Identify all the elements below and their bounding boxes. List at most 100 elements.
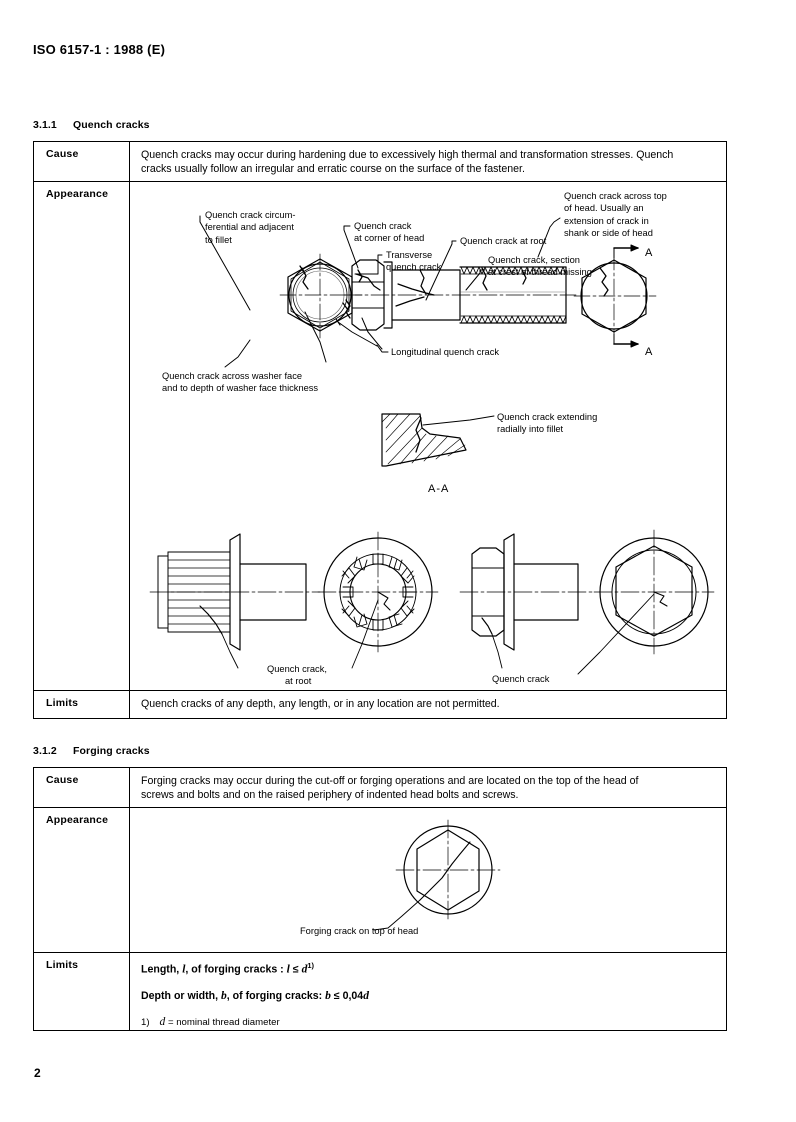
annotation-radially-into-fillet: Quench crack extending radially into fil…: [497, 411, 597, 436]
annotation-line: Quench crack across washer face: [162, 371, 303, 381]
cause-text-line-1: Forging cracks may occur during the cut-…: [141, 775, 639, 787]
leader-corner-of-head: [343, 225, 359, 269]
annotation-line: of head. Usually an: [564, 203, 644, 214]
annotation-line: ferential and adjacent: [205, 222, 294, 233]
symbol-l: l: [182, 963, 186, 976]
annotation-line: Quench crack,: [267, 664, 327, 674]
page-number: 2: [34, 1066, 41, 1080]
annotation-line: radially into fillet: [497, 424, 564, 435]
annotation-line: quench crack: [386, 262, 442, 273]
annotation-line: Quench crack: [354, 221, 412, 231]
section-heading-311: 3.1.1 Quench cracks: [33, 119, 150, 131]
leader-across-top-of-head: [537, 217, 561, 258]
limits-depth-mid: , of forging cracks:: [226, 989, 326, 1002]
row-value-appearance: Forging crack on top of head: [130, 808, 726, 952]
annotation-line: and to depth of washer face thickness: [162, 383, 319, 394]
forging-crack-illustration: Forging crack on top of head: [130, 808, 726, 952]
arrow-label-a-top: A: [645, 247, 653, 259]
table-quench-cracks: Cause Quench cracks may occur during har…: [33, 141, 727, 719]
leader-circumferential: [199, 215, 251, 311]
annotation-line: Quench crack extending: [497, 412, 598, 422]
annotation-line: Transverse: [386, 250, 433, 260]
hex-flange-bolt-end-view: [577, 529, 715, 675]
annotation-transverse: Transverse quench crack: [386, 249, 441, 274]
annotation-forging-crack-top: Forging crack on top of head: [300, 926, 419, 936]
annotation-line: at crest of thread missing: [488, 267, 592, 278]
cause-text-line-2: cracks usually follow an irregular and e…: [141, 163, 525, 176]
row-label-cause: Cause: [34, 142, 130, 181]
document-header: ISO 6157-1 : 1988 (E): [33, 42, 166, 57]
annotation-across-top-of-head: Quench crack across top of head. Usually…: [564, 190, 667, 239]
row-value-limits: Length, l, of forging cracks : l ≤ d1) D…: [130, 953, 726, 1030]
symbol-b-expr: b: [325, 989, 331, 1002]
row-value-limits: Quench cracks of any depth, any length, …: [130, 691, 726, 718]
symbol-b: b: [221, 989, 227, 1002]
section-label-aa: A-A: [428, 483, 450, 495]
spline-flange-bolt-end-view: [317, 531, 439, 669]
section-title-311: Quench cracks: [73, 119, 150, 131]
table-row-cause: Cause Forging cracks may occur during th…: [34, 768, 726, 808]
limits-depth-prefix: Depth or width,: [141, 989, 222, 1002]
section-title-312: Forging cracks: [73, 745, 150, 757]
table-row-limits: Limits Length, l, of forging cracks : l …: [34, 953, 726, 1030]
leader-longitudinal-3: [337, 321, 378, 347]
leader-longitudinal-2: [361, 317, 383, 350]
annotation-line: shank or side of head: [564, 227, 653, 238]
section-number-311: 3.1.1: [33, 119, 57, 131]
annotation-line: at root: [285, 676, 312, 687]
annotation-corner-of-head: Quench crack at corner of head: [354, 220, 424, 245]
cause-text-line-2: screws and bolts and on the raised perip…: [141, 789, 519, 802]
hex-head-top-view-forging: [373, 819, 501, 931]
quench-crack-linework: [149, 215, 715, 675]
section-aa-detail: [381, 413, 495, 467]
footnote-ref: 1): [307, 961, 314, 970]
le-sign: ≤: [289, 963, 302, 976]
table-row-appearance: Appearance Forging crack on top of head: [34, 808, 726, 953]
limits-length-mid: , of forging cracks :: [185, 963, 287, 976]
footnote: 1) d = nominal thread diameter: [141, 1015, 716, 1030]
forging-crack-linework: [373, 819, 501, 931]
arrow-label-a-bottom: A: [645, 346, 653, 358]
symbol-d-expr: d: [363, 989, 369, 1002]
section-number-312: 3.1.2: [33, 745, 57, 757]
row-label-limits: Limits: [34, 691, 130, 718]
section-heading-312: 3.1.2 Forging cracks: [33, 745, 150, 757]
annotation-line: Quench crack across top: [564, 191, 667, 201]
hex-flange-bolt-side: [459, 533, 593, 669]
annotation-circumferential: Quench crack circum- ferential and adjac…: [205, 209, 295, 246]
symbol-d-footnote: d: [159, 1016, 166, 1029]
annotation-flange-plain: Quench crack: [492, 674, 550, 684]
table-row-limits: Limits Quench cracks of any depth, any l…: [34, 691, 726, 718]
annotation-line: at corner of head: [354, 233, 425, 244]
row-label-appearance: Appearance: [34, 808, 130, 952]
symbol-l-expr: l: [286, 963, 290, 976]
leader-transverse: [354, 254, 383, 275]
annotation-line: Quench crack, section: [488, 255, 580, 265]
leader-at-root: [425, 240, 457, 301]
annotation-longitudinal: Longitudinal quench crack: [391, 347, 500, 357]
row-label-limits: Limits: [34, 953, 130, 1030]
leader-washer-face: [224, 339, 251, 368]
limits-length-prefix: Length,: [141, 963, 183, 976]
spline-flange-bolt-side: [149, 533, 321, 669]
quench-crack-illustrations: Quench crack circum- ferential and adjac…: [130, 182, 726, 690]
annotation-line: Quench crack circum-: [205, 210, 296, 220]
annotation-line: extension of crack in: [564, 215, 649, 226]
annotation-line: to fillet: [205, 234, 232, 245]
symbol-d-expr: d: [301, 963, 308, 976]
footnote-marker: 1): [141, 1017, 150, 1029]
leader-longitudinal-1: [376, 344, 389, 353]
table-forging-cracks: Cause Forging cracks may occur during th…: [33, 767, 727, 1031]
table-row-appearance: Appearance Quench crack circum- ferentia…: [34, 182, 726, 691]
limits-text: Quench cracks of any depth, any length, …: [141, 698, 500, 710]
row-label-appearance: Appearance: [34, 182, 130, 690]
limits-depth-line: Depth or width, b, of forging cracks: b …: [141, 989, 716, 1004]
annotation-at-root: Quench crack at root: [460, 236, 547, 246]
row-value-cause: Forging cracks may occur during the cut-…: [130, 768, 726, 807]
table-row-cause: Cause Quench cracks may occur during har…: [34, 142, 726, 182]
limits-length-line: Length, l, of forging cracks : l ≤ d1): [141, 961, 716, 978]
cause-text-line-1: Quench cracks may occur during hardening…: [141, 149, 674, 161]
footnote-text: = nominal thread diameter: [165, 1017, 280, 1029]
hex-head-top-view-right: [573, 244, 657, 348]
